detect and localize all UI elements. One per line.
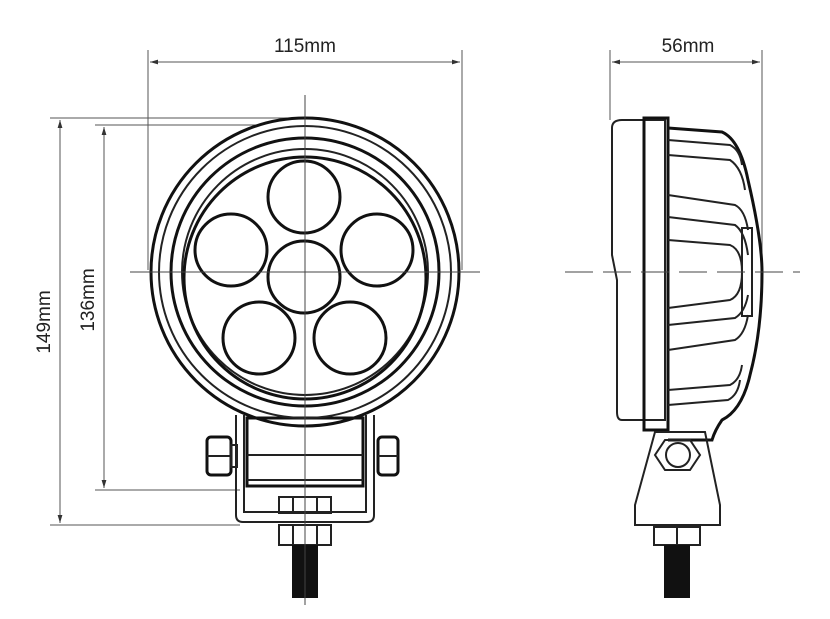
overall-height-dimension: 149mm: [34, 117, 305, 526]
led-array: [193, 159, 415, 376]
side-cable: [664, 545, 690, 598]
housing-height-dimension: 136mm: [78, 124, 260, 491]
cooling-fins: [667, 139, 753, 406]
width-label: 115mm: [274, 36, 336, 57]
led: [312, 300, 388, 376]
right-nut: [376, 435, 400, 477]
mounting-bracket: [205, 415, 400, 598]
led: [266, 159, 342, 235]
front-view: 115mm 149mm 136mm: [34, 36, 480, 605]
width-dimension: 115mm: [147, 36, 463, 270]
left-nut: [205, 435, 238, 477]
led: [266, 239, 342, 315]
depth-dimension: 56mm: [609, 36, 763, 270]
led: [339, 212, 415, 288]
side-bracket: [634, 431, 721, 598]
overall-height-label: 149mm: [34, 290, 55, 353]
side-view: 56mm: [565, 36, 800, 598]
led: [221, 300, 297, 376]
housing-height-label: 136mm: [78, 268, 99, 331]
led: [193, 212, 269, 288]
depth-label: 56mm: [662, 36, 715, 57]
